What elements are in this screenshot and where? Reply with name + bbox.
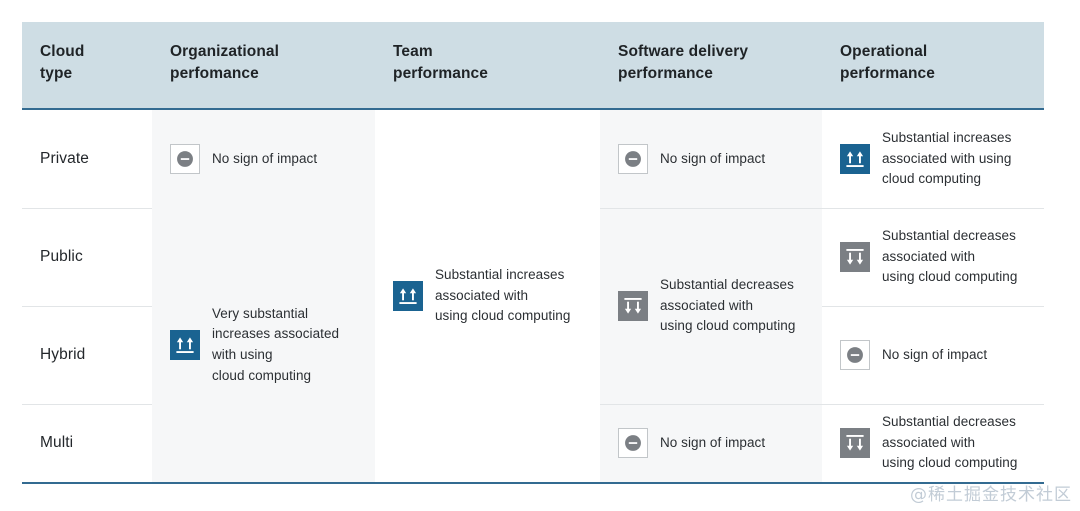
impact-text-line: using cloud computing (435, 308, 571, 324)
table-body: Private Public Hybrid Multi (22, 110, 1044, 482)
double-down-arrow-icon (840, 241, 870, 272)
impact-text-line: Very substantial (212, 305, 309, 321)
column-organizational-performance: No sign of impact (152, 110, 375, 482)
column-header-software-delivery-performance: Software delivery performance (600, 22, 822, 108)
impact-text-line: Substantial decreases (882, 228, 1016, 244)
impact-text: Substantial increases associated with us… (882, 128, 1011, 190)
impact-text-line: with using (212, 347, 273, 362)
impact-text-line: Substantial increases (435, 267, 565, 283)
cell-software-delivery-public-hybrid: Substantial decreases associated with us… (600, 208, 822, 404)
no-impact-icon (170, 144, 200, 174)
impact-text-line: associated with (882, 248, 976, 264)
impact-item: Substantial increases associated with us… (840, 128, 1011, 190)
header-line: type (40, 65, 73, 82)
cell-software-delivery-private: No sign of impact (600, 110, 822, 208)
no-impact-icon (840, 340, 870, 370)
cell-organizational-private: No sign of impact (152, 110, 375, 208)
column-header-operational-performance: Operational performance (822, 22, 1044, 108)
impact-text-line: No sign of impact (660, 150, 766, 166)
impact-text-line: associated with (660, 297, 754, 313)
impact-text-line: Substantial decreases (882, 414, 1016, 430)
double-up-arrow-icon (393, 280, 423, 311)
impact-text: Substantial decreases associated with us… (882, 412, 1017, 474)
table-row: Hybrid (22, 306, 152, 404)
impact-item: Substantial increases associated with us… (393, 265, 570, 327)
impact-text: Substantial decreases associated with us… (660, 275, 795, 337)
header-line: performance (618, 65, 713, 82)
column-header-cloud-type: Cloud type (22, 22, 152, 108)
impact-text: Substantial decreases associated with us… (882, 226, 1017, 288)
impact-text-line: using cloud computing (882, 455, 1018, 471)
no-impact-icon (618, 144, 648, 174)
impact-text-line: cloud computing (212, 367, 312, 383)
cell-software-delivery-multi: No sign of impact (600, 404, 822, 482)
cell-operational-public: Substantial decreases associated with us… (822, 208, 1044, 306)
row-label-private: Private (40, 150, 89, 167)
impact-text-line: Substantial increases (882, 130, 1012, 146)
impact-item: Substantial decreases associated with us… (840, 412, 1017, 474)
column-operational-performance: Substantial increases associated with us… (822, 110, 1044, 482)
header-line: performance (393, 65, 488, 82)
header-line: Software delivery (618, 43, 749, 60)
impact-text: No sign of impact (660, 433, 765, 454)
impact-item: No sign of impact (618, 428, 765, 458)
double-down-arrow-icon (618, 290, 648, 321)
header-line: performance (840, 65, 935, 82)
table-header-row: Cloud type Organizational perfomance Tea… (22, 22, 1044, 110)
table-row: Private (22, 110, 152, 208)
table-row: Public (22, 208, 152, 306)
watermark-text: @稀土掘金技术社区 (910, 485, 1072, 505)
impact-text-line: associated with (435, 287, 529, 303)
header-line: Organizational (170, 43, 280, 60)
column-team-performance: Substantial increases associated with us… (375, 110, 600, 482)
header-line: Cloud (40, 43, 85, 60)
impact-text-line: increases associated (212, 326, 340, 342)
row-label-public: Public (40, 248, 83, 265)
double-down-arrow-icon (840, 427, 870, 458)
header-line: perfomance (170, 65, 259, 82)
impact-text-line: No sign of impact (660, 434, 766, 450)
impact-text-line: cloud computing (882, 171, 982, 187)
impact-text-line: using cloud computing (882, 269, 1018, 285)
cell-operational-private: Substantial increases associated with us… (822, 110, 1044, 208)
header-line: Operational (840, 43, 928, 60)
row-label-multi: Multi (40, 434, 74, 451)
impact-text-line: associated with (882, 434, 976, 450)
impact-text-line: associated with using (882, 150, 1012, 166)
impact-item: No sign of impact (840, 340, 987, 370)
table-bottom-rule (22, 482, 1044, 484)
column-header-organizational-performance: Organizational perfomance (152, 22, 375, 108)
column-header-team-performance: Team performance (375, 22, 600, 108)
no-impact-icon (618, 428, 648, 458)
impact-item: No sign of impact (170, 144, 317, 174)
impact-text: No sign of impact (212, 149, 317, 170)
impact-text-line: using cloud computing (660, 318, 796, 334)
column-cloud-type: Private Public Hybrid Multi (22, 110, 152, 482)
impact-item: Substantial decreases associated with us… (840, 226, 1017, 288)
impact-item: Substantial decreases associated with us… (618, 275, 795, 337)
cloud-impact-table: Cloud type Organizational perfomance Tea… (22, 22, 1044, 484)
impact-text-line: No sign of impact (212, 150, 318, 166)
impact-text: Very substantial increases associated wi… (212, 304, 339, 386)
cell-team-all-rows: Substantial increases associated with us… (375, 110, 600, 482)
column-software-delivery-performance: No sign of impact (600, 110, 822, 482)
impact-item: No sign of impact (618, 144, 765, 174)
header-line: Team (393, 43, 433, 60)
double-up-arrow-icon (170, 330, 200, 360)
double-up-arrow-icon (840, 143, 870, 174)
impact-text: Substantial increases associated with us… (435, 265, 570, 327)
impact-text-line: Substantial decreases (660, 277, 794, 293)
impact-text: No sign of impact (882, 345, 987, 366)
impact-text-line: No sign of impact (882, 346, 988, 362)
cell-operational-multi: Substantial decreases associated with us… (822, 404, 1044, 482)
table-row: Multi (22, 404, 152, 482)
impact-item: Very substantial increases associated wi… (170, 304, 339, 386)
row-label-hybrid: Hybrid (40, 346, 86, 363)
cell-operational-hybrid: No sign of impact (822, 306, 1044, 404)
cell-organizational-public-hybrid-multi: Very substantial increases associated wi… (152, 208, 375, 482)
impact-text: No sign of impact (660, 149, 765, 170)
